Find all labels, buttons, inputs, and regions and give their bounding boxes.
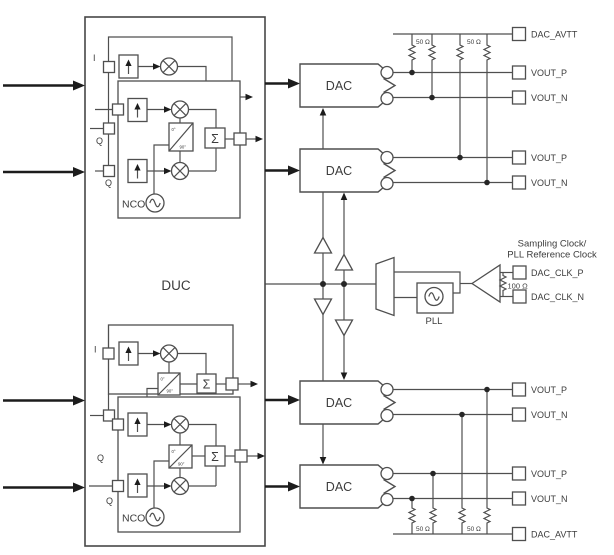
phase-90-label: 90° bbox=[167, 389, 174, 394]
dac1-label: DAC bbox=[326, 79, 352, 93]
nco-oscillator-icon bbox=[145, 507, 165, 527]
terminal-label: VOUT_N bbox=[531, 410, 568, 420]
resistor-value-label: 50 Ω bbox=[467, 526, 481, 533]
mixer-icon bbox=[170, 476, 190, 496]
interpolation-filter-icon bbox=[127, 412, 148, 437]
q-input-label: Q bbox=[105, 178, 112, 188]
phase-0-label: 0° bbox=[172, 127, 176, 132]
terminal-vout-n-4 bbox=[511, 491, 527, 506]
sigma-label: Σ bbox=[203, 378, 211, 392]
nco-label: NCO bbox=[122, 513, 145, 525]
q-input-label: Q bbox=[97, 453, 104, 463]
clock-buffer-down-icon bbox=[334, 319, 354, 337]
interpolation-filter-icon bbox=[127, 158, 148, 184]
duc-box bbox=[84, 16, 266, 547]
clock-buffer-up-icon bbox=[334, 253, 354, 271]
duc-channel-top: I Q 0° 90° bbox=[90, 36, 263, 219]
resistor-value-label: 50 Ω bbox=[467, 39, 481, 46]
resistor-50ohm-icon bbox=[482, 389, 492, 534]
mixer-icon bbox=[159, 344, 179, 363]
clock-generation: PLL 100 Ω Sampling Clock/ PLL Reference … bbox=[313, 236, 597, 337]
resistor-50ohm-icon bbox=[455, 34, 465, 158]
resistor-50ohm-icon bbox=[482, 34, 492, 183]
clock-buffer-down-icon bbox=[313, 298, 333, 316]
terminal-label: VOUT_P bbox=[531, 469, 567, 479]
resistor-50ohm-icon bbox=[407, 34, 417, 73]
clock-buffer-up-icon bbox=[313, 236, 333, 254]
terminal-label: VOUT_N bbox=[531, 494, 568, 504]
terminals: DAC_AVTT VOUT_P VOUT_N VOUT_P VOUT_N DAC… bbox=[511, 26, 584, 542]
terminal-label: DAC_AVTT bbox=[531, 30, 578, 40]
q-input-label: Q bbox=[96, 136, 103, 146]
sigma-label: Σ bbox=[211, 132, 219, 146]
duc-block: DUC I Q bbox=[84, 16, 266, 547]
terminal-vout-n-3 bbox=[511, 407, 527, 422]
phase-0-label: 0° bbox=[172, 449, 176, 454]
duc-label: DUC bbox=[161, 278, 190, 293]
terminal-label: DAC_CLK_N bbox=[531, 292, 584, 302]
sigma-adder bbox=[204, 127, 226, 149]
terminal-vout-p-4 bbox=[511, 466, 527, 481]
terminal-dac-avtt-top bbox=[511, 26, 527, 42]
output-network-top: 50 Ω 50 Ω bbox=[393, 33, 513, 186]
terminal-label: DAC_AVTT bbox=[531, 530, 578, 540]
i-input-label: I bbox=[94, 345, 97, 355]
q-input-label: Q bbox=[106, 496, 113, 506]
mixer-icon bbox=[170, 415, 190, 434]
interpolation-filter-icon bbox=[118, 54, 139, 79]
terminal-dac-clk-n bbox=[512, 289, 527, 304]
signal-arrows bbox=[3, 78, 300, 493]
pll-label: PLL bbox=[426, 316, 443, 327]
terminal-dac-clk-p bbox=[512, 265, 527, 280]
clock-input-buffer-icon bbox=[470, 263, 501, 304]
resistor-value-label: 50 Ω bbox=[416, 39, 430, 46]
termination-resistor-label: 100 Ω bbox=[508, 282, 529, 291]
terminal-label: VOUT_P bbox=[531, 385, 567, 395]
interpolation-filter-icon bbox=[127, 97, 148, 123]
phase-90-label: 90° bbox=[178, 462, 185, 467]
terminal-vout-p-2 bbox=[511, 150, 527, 165]
interpolation-filter-icon bbox=[127, 473, 148, 498]
resistor-50ohm-icon bbox=[428, 473, 438, 534]
sampling-clock-title-2: PLL Reference Clock bbox=[507, 250, 597, 261]
terminal-label: VOUT_N bbox=[531, 178, 568, 188]
dac2-label: DAC bbox=[326, 164, 352, 178]
pll-oscillator-icon bbox=[424, 286, 444, 307]
terminal-label: VOUT_P bbox=[531, 153, 567, 163]
i-input-label: I bbox=[93, 53, 96, 63]
output-network-bottom: 50 Ω 50 Ω bbox=[393, 386, 513, 535]
terminal-vout-n-2 bbox=[511, 175, 527, 190]
dac-blocks: DAC DAC DAC DAC bbox=[299, 63, 396, 509]
phase-90-label: 90° bbox=[180, 145, 187, 150]
resistor-50ohm-icon bbox=[457, 414, 467, 534]
resistor-value-label: 50 Ω bbox=[416, 526, 430, 533]
terminal-label: VOUT_N bbox=[531, 93, 568, 103]
clock-mux bbox=[375, 256, 395, 317]
resistor-50ohm-icon bbox=[427, 34, 437, 98]
mixer-icon bbox=[159, 57, 179, 76]
resistor-50ohm-icon bbox=[407, 498, 417, 534]
sigma-label: Σ bbox=[211, 450, 219, 464]
terminal-vout-p-3 bbox=[511, 382, 527, 397]
terminal-label: DAC_CLK_P bbox=[531, 268, 584, 278]
mixer-icon bbox=[170, 161, 190, 181]
duc-channel-bottom: I 0° 90° Σ bbox=[89, 324, 265, 533]
terminal-label: VOUT_P bbox=[531, 68, 567, 78]
dac3-label: DAC bbox=[326, 396, 352, 410]
interpolation-filter-icon bbox=[118, 341, 139, 366]
resistor-100ohm-icon bbox=[498, 272, 508, 297]
phase-0-label: 0° bbox=[161, 377, 165, 382]
nco-label: NCO bbox=[122, 199, 145, 211]
mixer-icon bbox=[170, 100, 190, 119]
nco-oscillator-icon bbox=[145, 193, 165, 213]
dac4-label: DAC bbox=[326, 480, 352, 494]
sampling-clock-title-1: Sampling Clock/ bbox=[518, 239, 587, 250]
terminal-dac-avtt-bottom bbox=[511, 526, 527, 542]
terminal-vout-p-1 bbox=[511, 65, 527, 80]
terminal-vout-n-1 bbox=[511, 90, 527, 105]
